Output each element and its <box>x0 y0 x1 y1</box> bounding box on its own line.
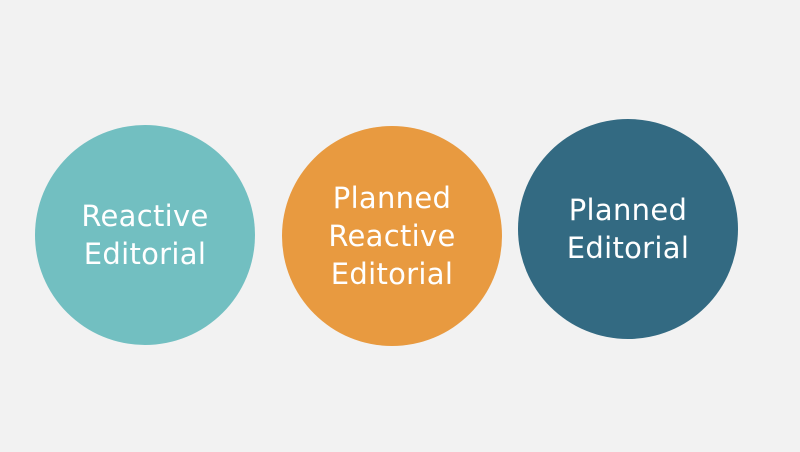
label-line: Editorial <box>83 237 207 271</box>
label-line: Reactive <box>81 199 209 233</box>
label-line: Editorial <box>330 257 454 291</box>
circle-label: Reactive Editorial <box>81 197 208 273</box>
circle-planned-editorial: Planned Editorial <box>518 119 738 339</box>
label-line: Reactive <box>328 219 456 253</box>
circle-label: Planned Reactive Editorial <box>328 179 455 293</box>
label-line: Editorial <box>566 231 690 265</box>
circle-label: Planned Editorial <box>567 191 689 267</box>
circle-planned-reactive-editorial: Planned Reactive Editorial <box>282 126 502 346</box>
label-line: Planned <box>332 181 452 215</box>
circle-reactive-editorial: Reactive Editorial <box>35 125 255 345</box>
label-line: Planned <box>568 193 688 227</box>
